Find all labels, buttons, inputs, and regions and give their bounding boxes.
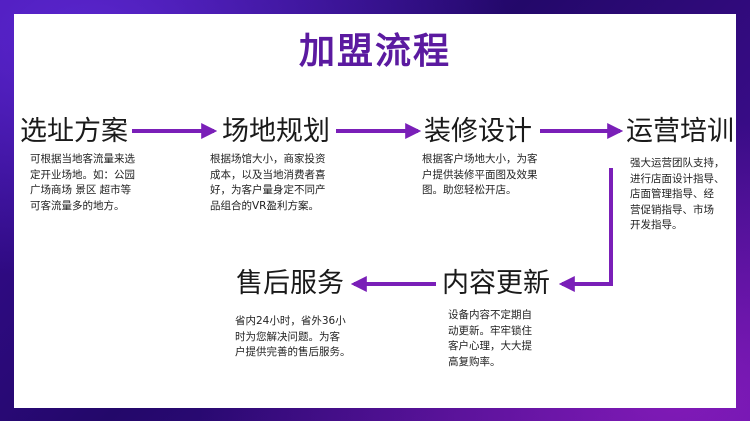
content-panel <box>14 14 736 408</box>
step-title-venue-planning: 场地规划 <box>222 116 330 147</box>
step-desc-content-update: 设备内容不定期自 动更新。牢牢锁住 客户心理，大大提 高复购率。 <box>448 309 532 368</box>
step-title-site-selection: 选址方案 <box>20 116 128 147</box>
step-title-operation-training: 运营培训 <box>626 116 734 147</box>
arrow-step4-to-step5 <box>558 168 613 292</box>
step-desc-decoration-design: 根据客户场地大小，为客 户提供装修平面图及效果 图。助您轻松开店。 <box>422 153 538 196</box>
step-desc-venue-planning: 根据场馆大小，商家投资 成本，以及当地消费者喜 好，为客户量身定不同产 品组合的… <box>210 153 326 212</box>
step-title-decoration-design: 装修设计 <box>424 116 532 147</box>
step-desc-operation-training: 强大运营团队支持， 进行店面设计指导、 店面管理指导、经 营促销指导、市场 开发… <box>630 157 725 231</box>
step-desc-site-selection: 可根据当地客流量来选 定开业场地。如：公园 广场商场 景区 超市等 可客流量多的… <box>30 153 135 212</box>
step-desc-after-sales: 省内24小时，省外36小 时为您解决问题。为客 户提供完善的售后服务。 <box>235 315 351 358</box>
step-title-after-sales: 售后服务 <box>236 268 344 299</box>
step-title-content-update: 内容更新 <box>442 268 550 299</box>
page-title: 加盟流程 <box>298 31 451 72</box>
